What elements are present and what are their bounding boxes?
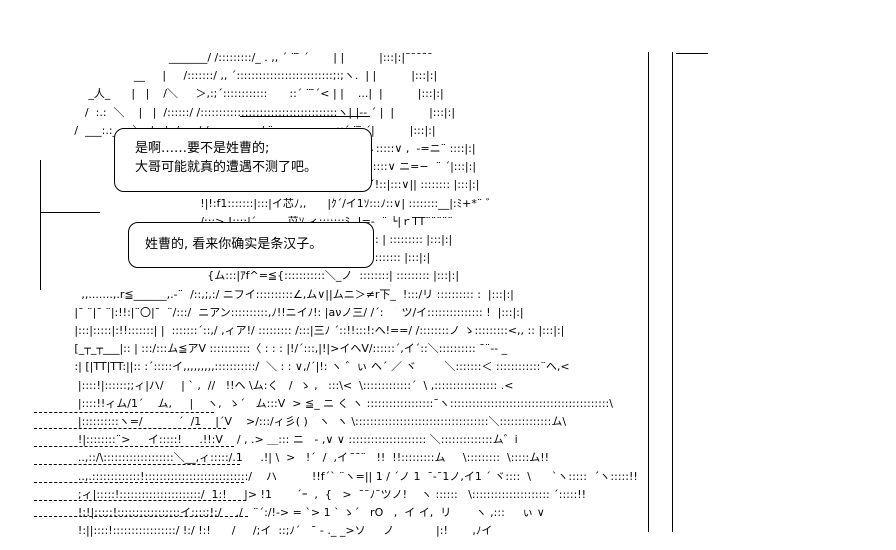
floor-dash-row	[34, 482, 244, 483]
floor-dash-row	[34, 500, 246, 501]
ascii-art-line: {ム:::|ｱf^=≦{:::::::::::＼_ノ ::::::::| :::…	[8, 270, 460, 283]
ascii-art-line: [_┬_┬___|:: | :::/:::ム≦アV :::::::::::〈 :…	[8, 343, 511, 356]
bubble2-line1: 姓曹的, 看来你确实是条汉子。	[145, 237, 323, 252]
floor-dash-row	[34, 516, 248, 517]
ascii-art-line: !|!:f1:::::::|:::|イ芯ﾉ,, |ｸ´/イ1ｿ:::ﾉ::∨| …	[8, 197, 497, 210]
ascii-art-line: ..,::/\:::::::::::::::::::＼__,ィ:::::/.1 …	[8, 452, 550, 465]
floor-dash-row	[34, 428, 226, 429]
ascii-art-line: !;!|:::::!:::::::::::::::::イ::::;!:/ ./ …	[8, 507, 545, 519]
ascii-art-line: / :.: ＼ | | /::::::/ /::::::::::::::::::…	[8, 106, 456, 119]
ascii-art-line: ..,.:::::::::::::!::::::::::::::::::::::…	[8, 470, 638, 483]
ascii-art-line: ,,.......,.r≦______,.-¨ /::,;,:/ ニフイ::::…	[8, 288, 514, 301]
ascii-art-line: !|::::::::¨> イ:::::! .!!:V / , .> ＿::: ニ…	[8, 434, 518, 447]
wall-edge-line	[40, 160, 41, 290]
floor-dash-row	[34, 464, 240, 465]
bubble1-line2: 大哥可能就真的遭遇不测了吧。	[135, 160, 318, 175]
ascii-art-line: |:::|:::::|:!!:::::::| | :::::::´::,/ ,ィ…	[8, 325, 565, 337]
ascii-art-line: |::::!!ィム/1´ ム, | ヽ, ゝ´ ム:::V > ≦_ ニ く ヽ…	[8, 397, 613, 410]
building-roof-line	[676, 53, 708, 54]
speech-bubble-1: 是啊……要不是姓曹的; 大哥可能就真的遭遇不测了吧。	[114, 128, 372, 192]
roof-line	[240, 116, 370, 117]
building-edge-line	[648, 52, 649, 532]
floor-dash-row	[34, 412, 214, 413]
bubble1-line1: 是啊……要不是姓曹的;	[135, 141, 270, 156]
floor-dash-row	[34, 446, 234, 447]
wall-top-line	[40, 212, 100, 213]
ascii-art-line: __ | /:::::::/ ,, ´:::::::::::::::::::::…	[8, 70, 438, 83]
building-edge-line	[672, 52, 673, 532]
ascii-art-line: |¯ ¨|¯ ¨|:!!:|¨〇|¯ ¨/:::/ ニアン::::::::::,…	[8, 306, 524, 319]
speech-bubble-2: 姓曹的, 看来你确实是条汉子。	[128, 222, 374, 268]
ascii-art-line: :| [|TT|TT:||:: :´:::::イ,,,,,,,,,:::::::…	[8, 361, 574, 374]
ascii-art-line: |::::::::::ヽ=/ ｀ ´ /1 |´V >/:::/ィ彡( )｀ヽ …	[8, 416, 567, 428]
ascii-art-line: ;ィ|:::::!::::::::::::::::::::::/ 1:! |> …	[8, 488, 587, 501]
ascii-art-line: /:::> !::::|´ 苡ｿ ィ:::::::ﾐ. !=- ¨ └|ｒTT¨…	[200, 215, 453, 228]
ascii-art-line: _______/ /:::::::::/_ . ,, ´ ¨ ̄ ´ | | |…	[8, 52, 433, 64]
ascii-art-line: !:||::::!:::::::::::::::::/ !:/ !:! / /;…	[8, 525, 493, 538]
ascii-art-line: |::::!|::::::;;ィ|ハ/ | ` , // !!ヘ \ム:く / …	[8, 379, 514, 392]
ascii-art-line: _人_ | | /＼ ＞,:;´::::::::::::￣￣::´ ¨ ̄´< …	[8, 88, 444, 101]
